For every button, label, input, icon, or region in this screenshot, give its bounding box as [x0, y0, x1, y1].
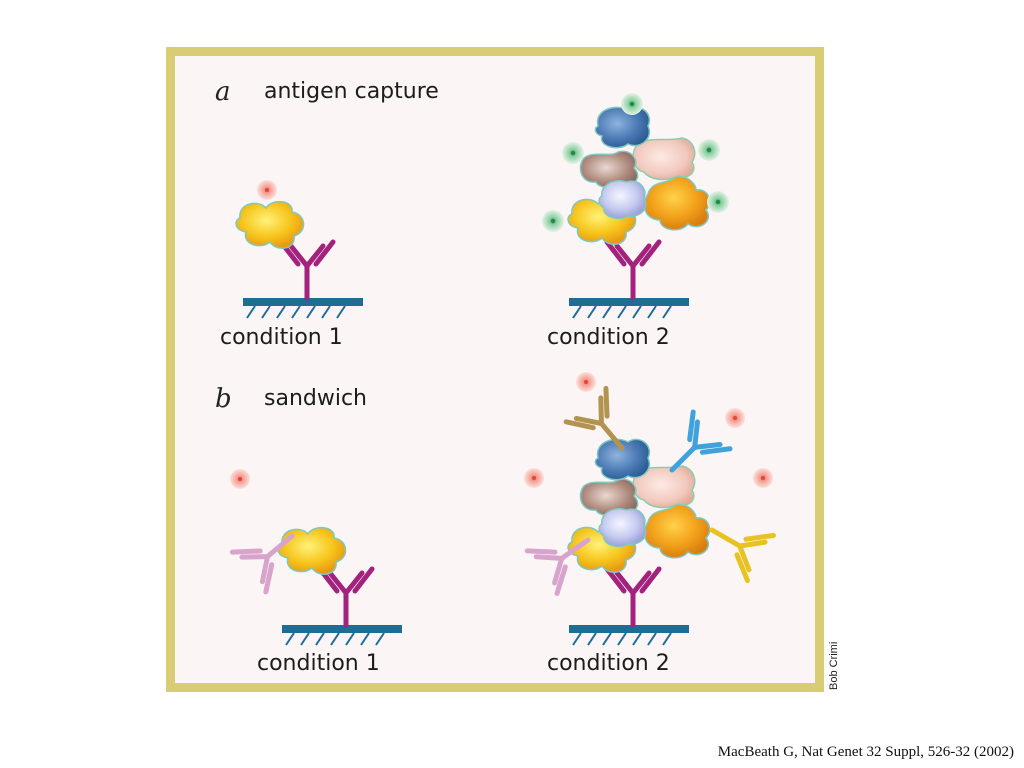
panel-a-cond1-surface	[242, 297, 364, 319]
panel-b-letter: b	[215, 384, 232, 414]
panel-b-cond2-label-dot-gold	[576, 372, 596, 392]
panel-a-cond2-label-dot-2	[562, 142, 584, 164]
panel-b-cond2-label-dot-yellow	[753, 468, 773, 488]
panel-a-cond2-label-dot-4	[707, 191, 729, 213]
panel-a-cond2-antigen-blue	[594, 106, 651, 149]
panel-b-cond2-label-dot-blue	[725, 408, 745, 428]
panel-a-cond2-label-dot-3	[698, 139, 720, 161]
panel-b-cond1-antigen	[277, 526, 347, 575]
panel-b-cond2-detection-antibody-yellow	[699, 507, 773, 580]
panel-a-letter: a	[215, 77, 231, 107]
panel-a-cond2-label-dot-5	[542, 210, 564, 232]
panel-a-condition-1-label: condition 1	[220, 325, 343, 350]
panel-a-cond2-antigen-lavender	[598, 180, 647, 220]
panel-a-cond2-antigen-orange	[643, 175, 711, 231]
panel-a-title: antigen capture	[264, 79, 439, 104]
panel-a-cond1-antigen	[235, 200, 305, 249]
panel-a-cond1	[235, 180, 364, 319]
panel-a-cond2-surface	[568, 297, 690, 319]
citation: MacBeath G, Nat Genet 32 Suppl, 526-32 (…	[717, 744, 1014, 760]
panel-a-cond2-label-dot-1	[621, 93, 643, 115]
panel-a-cond1-capture-antibody	[281, 242, 333, 298]
panel-b-condition-1-label: condition 1	[257, 651, 380, 676]
panel-b-cond1-capture-antibody	[320, 569, 372, 625]
panel-b-cond2-antigen-lavender	[598, 508, 647, 548]
panel-a-condition-2-label: condition 2	[547, 325, 670, 350]
panel-a-cond1-label-dot	[257, 180, 277, 200]
panel-b-cond2-antigen-orange	[643, 503, 711, 559]
panel-b-condition-2-label: condition 2	[547, 651, 670, 676]
panel-a-cond2-capture-antibody	[607, 242, 659, 298]
panel-b-cond1-surface	[281, 624, 403, 646]
panel-a-cond2	[542, 93, 729, 319]
panel-b-cond2-label-dot-pink	[524, 468, 544, 488]
panel-b-cond2	[524, 372, 773, 646]
panel-b-cond1	[230, 469, 403, 646]
panel-b-cond2-capture-antibody	[607, 569, 659, 625]
panel-b-cond2-surface	[568, 624, 690, 646]
panel-b-title: sandwich	[264, 386, 367, 411]
panel-b-cond1-label-dot	[230, 469, 250, 489]
